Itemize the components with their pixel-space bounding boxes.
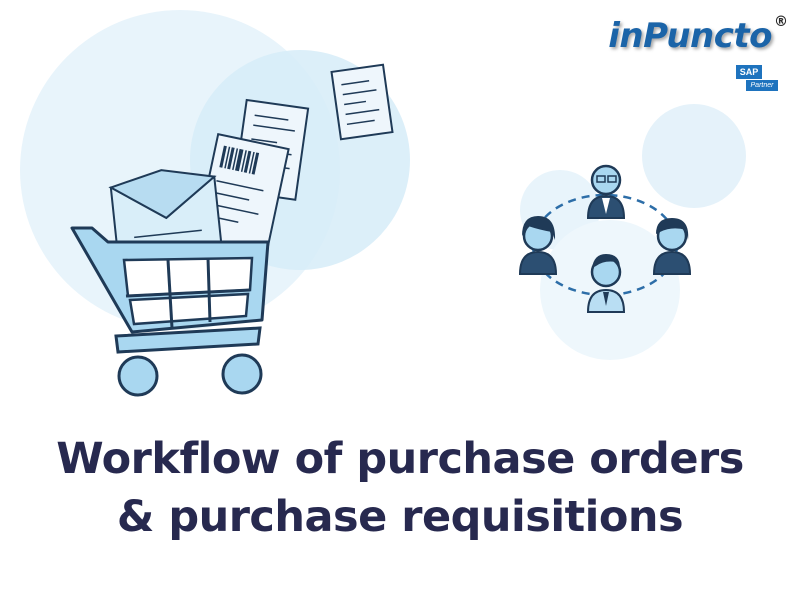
sap-label: SAP	[736, 65, 762, 79]
brand-name: inPuncto	[608, 16, 772, 56]
partner-label: Partner	[746, 80, 778, 91]
brand-logo: inPuncto ® SAP Partner	[600, 10, 790, 100]
bg-bubble-right-small	[642, 104, 746, 208]
sap-partner-badge: SAP Partner	[732, 65, 778, 93]
person-icon	[586, 254, 626, 313]
title-line-1: Workflow of purchase orders	[56, 434, 744, 484]
page-title: Workflow of purchase orders & purchase r…	[0, 430, 800, 546]
cart-wheel-left	[117, 355, 159, 397]
cart-wheel-right	[221, 353, 263, 395]
registered-mark: ®	[774, 14, 788, 30]
person-icon	[586, 164, 626, 219]
envelope-icon	[108, 169, 223, 255]
person-icon	[518, 216, 558, 275]
barcode-icon	[219, 145, 260, 175]
shopping-cart-icon	[70, 226, 270, 397]
person-icon	[652, 218, 692, 275]
document-icon	[330, 63, 394, 141]
title-line-2: & purchase requisitions	[116, 492, 684, 542]
